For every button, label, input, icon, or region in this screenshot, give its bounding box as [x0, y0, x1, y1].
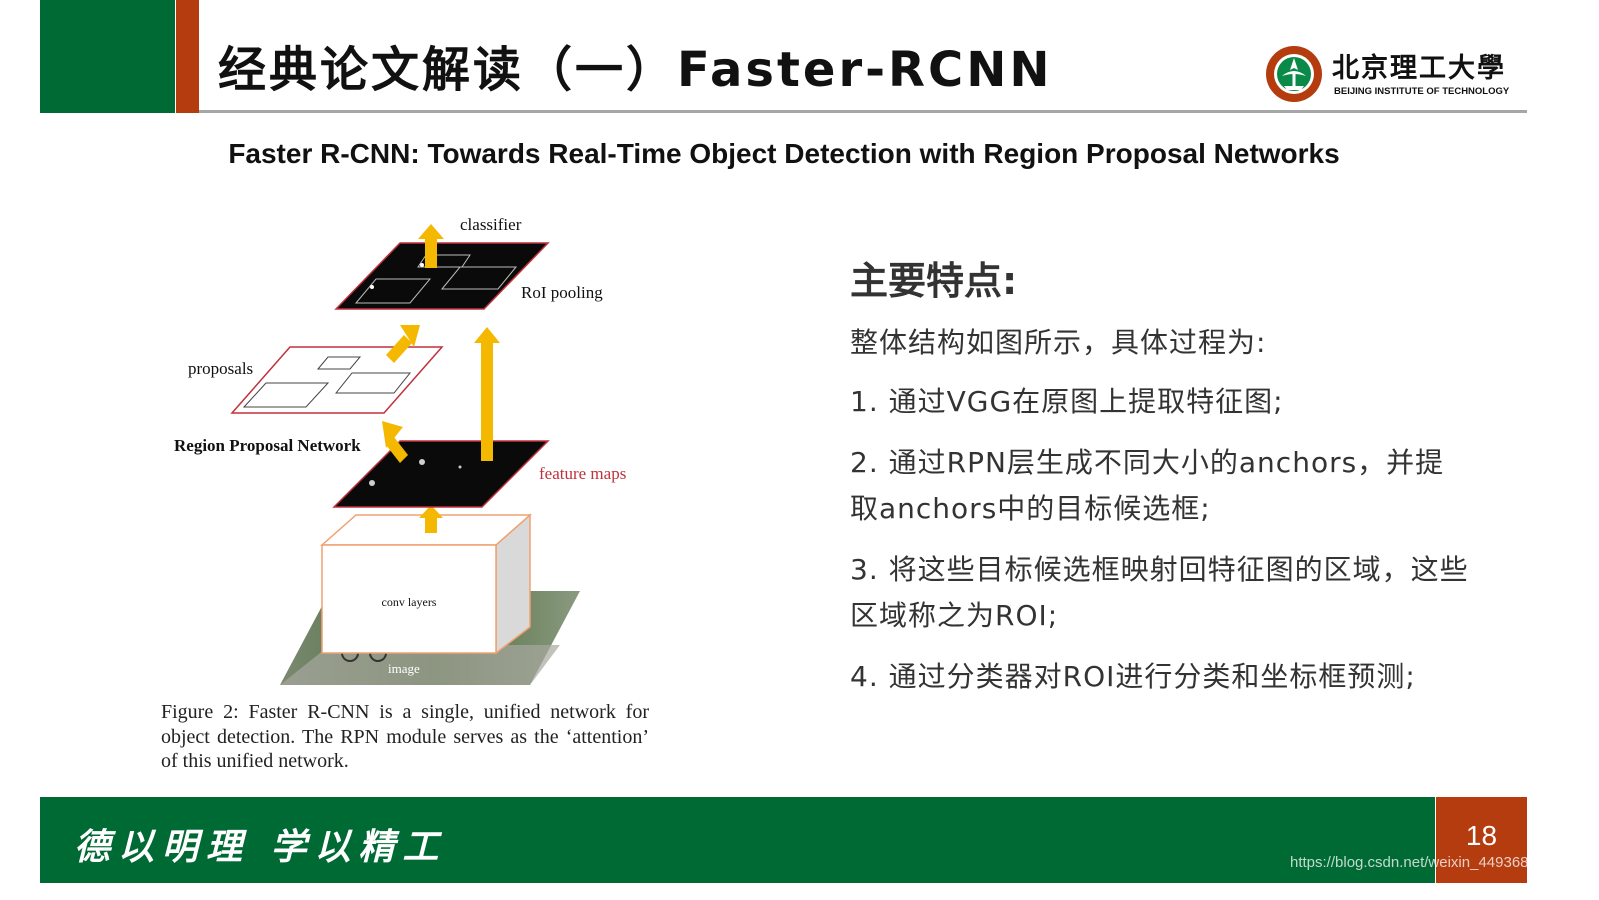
university-emblem-icon — [1266, 46, 1322, 102]
proposals-plane — [230, 346, 444, 414]
arrow-features-to-proposals-icon — [382, 421, 408, 463]
faster-rcnn-diagram: image conv layers feature maps Region Pr… — [174, 215, 626, 685]
page-number: 18 — [1465, 820, 1498, 851]
university-name-english: BEIJING INSTITUTE OF TECHNOLOGY — [1334, 86, 1510, 97]
feature-item: 2. 通过RPN层生成不同大小的anchors，并提取anchors中的目标候选… — [850, 446, 1445, 525]
classifier-label: classifier — [460, 215, 522, 234]
footer-page-block — [1436, 797, 1527, 883]
arrow-roi-to-classifier-icon — [418, 224, 444, 268]
proposals-label: proposals — [188, 359, 253, 378]
figure-caption: Figure 2: Faster R-CNN is a single, unif… — [161, 701, 649, 772]
conv-layers-box — [320, 513, 532, 655]
roi-pooling-label: RoI pooling — [521, 283, 603, 302]
feature-maps-plane — [332, 440, 550, 508]
source-watermark: https://blog.csdn.net/weixin_44936889 — [1290, 854, 1546, 871]
footer-green-bar — [40, 797, 1435, 883]
rpn-label: Region Proposal Network — [174, 436, 361, 455]
feature-item: 1. 通过VGG在原图上提取特征图; — [850, 385, 1284, 418]
features-heading: 主要特点: — [850, 259, 1018, 303]
features-section: 主要特点: 整体结构如图所示，具体过程为: 1. 通过VGG在原图上提取特征图;… — [850, 255, 1550, 715]
features-intro: 整体结构如图所示，具体过程为: — [850, 326, 1267, 359]
arrow-conv-to-features-icon — [419, 505, 443, 533]
university-logo: 北京理工大學 BEIJING INSTITUTE OF TECHNOLOGY — [1264, 44, 1524, 104]
feature-item: 3. 将这些目标候选框映射回特征图的区域，这些区域称之为ROI; — [850, 553, 1469, 632]
roi-pooling-plane — [334, 242, 550, 310]
image-label: image — [388, 661, 420, 676]
arrow-proposals-to-roi-icon — [386, 325, 420, 363]
architecture-figure: image conv layers feature maps Region Pr… — [160, 205, 660, 695]
feature-item: 4. 通过分类器对ROI进行分类和坐标框预测; — [850, 660, 1416, 693]
header-divider — [199, 110, 1527, 113]
paper-title: Faster R-CNN: Towards Real-Time Object D… — [228, 138, 1340, 169]
header-accent-bar — [176, 0, 199, 113]
arrow-features-to-roi-icon — [474, 327, 500, 461]
university-motto: 德以明理 学以精工 — [74, 826, 447, 868]
slide-title: 经典论文解读（一）Faster-RCNN — [218, 42, 1053, 98]
feature-maps-label: feature maps — [539, 464, 626, 483]
university-name: 北京理工大學 — [1332, 53, 1506, 84]
conv-layers-label: conv layers — [382, 595, 437, 609]
header-green-block — [40, 0, 175, 113]
